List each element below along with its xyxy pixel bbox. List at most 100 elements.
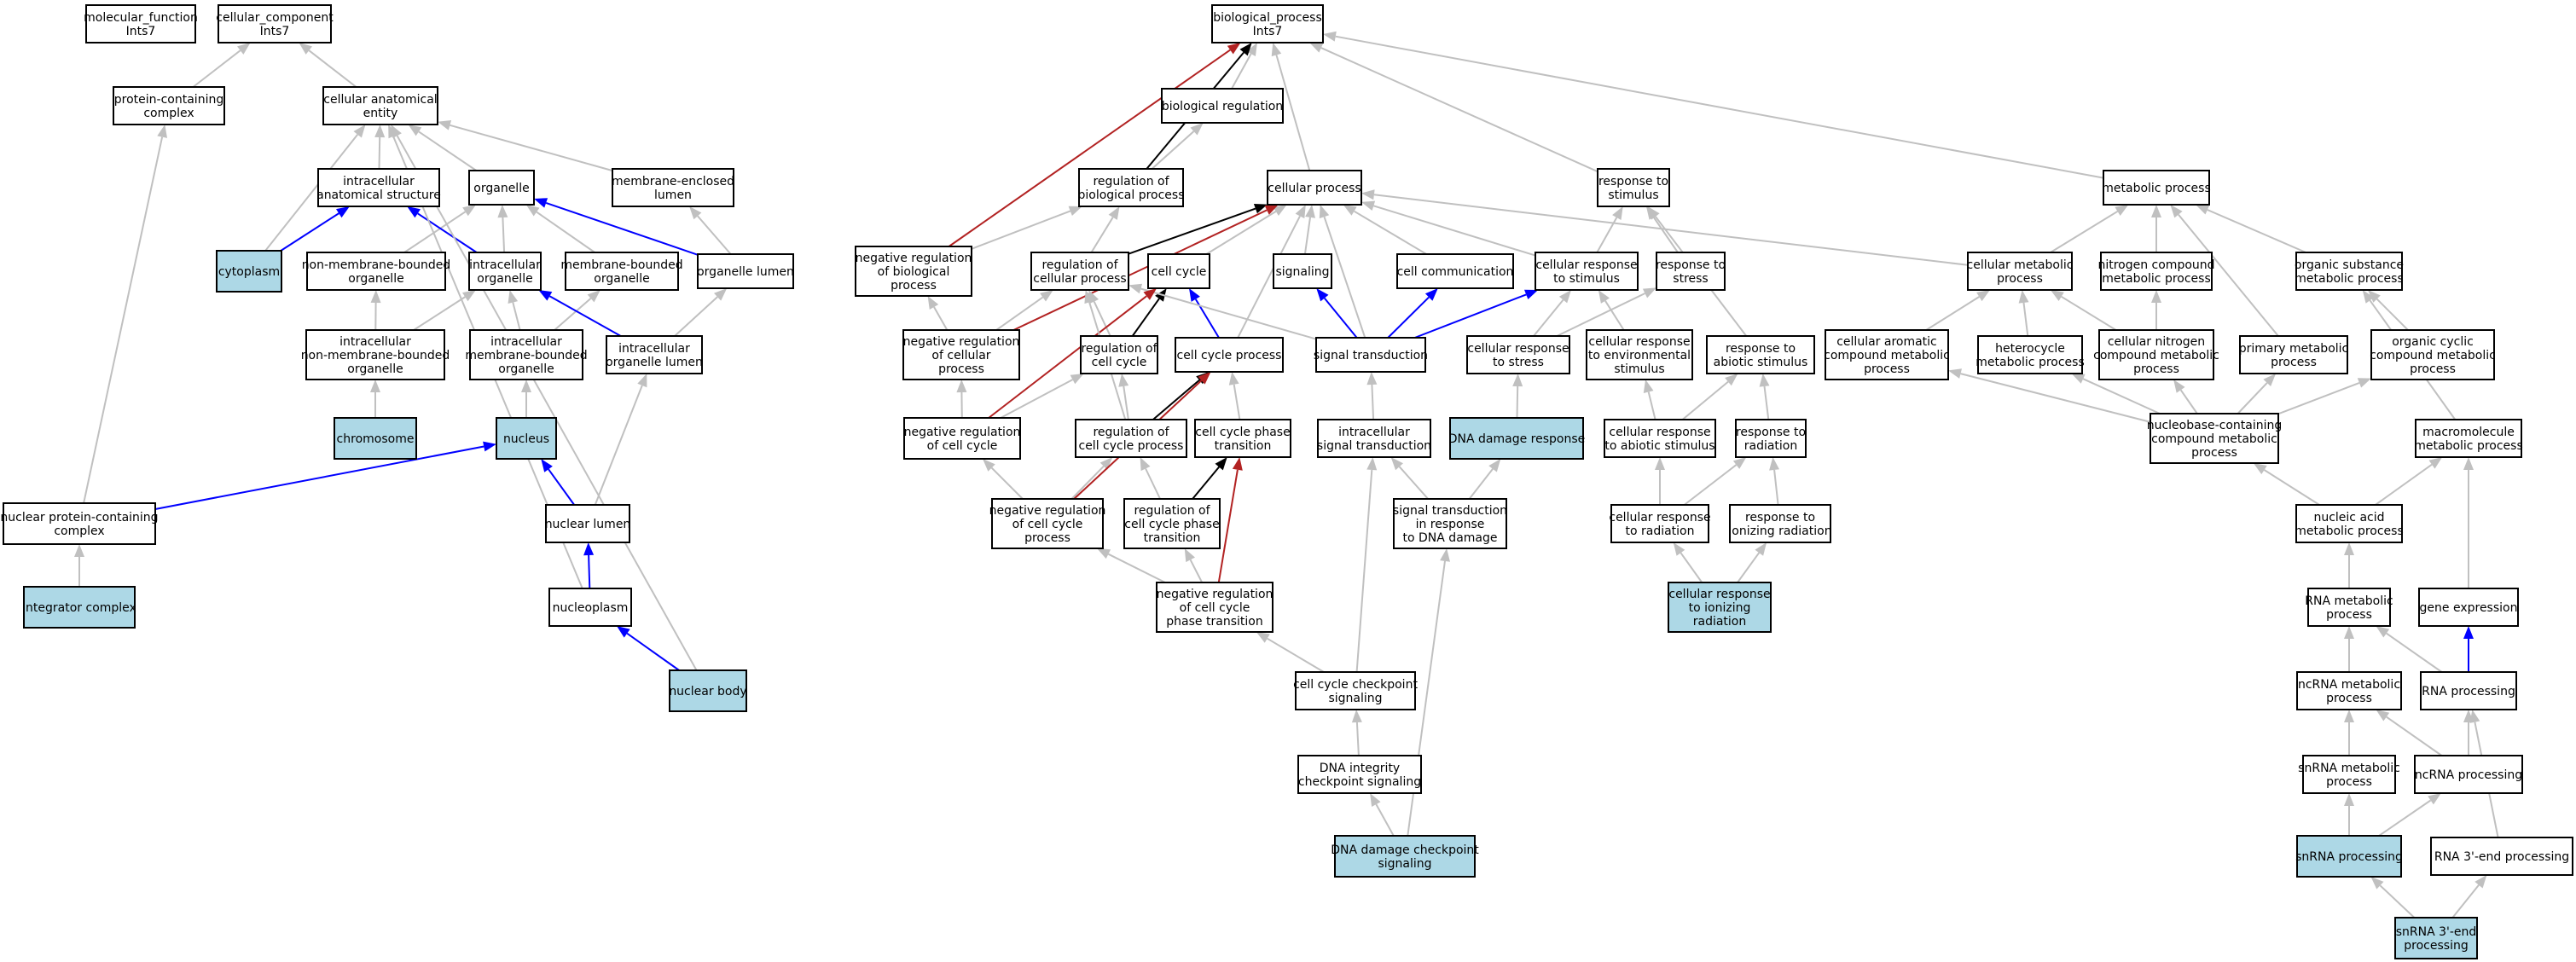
- edge-line: [1763, 385, 1770, 420]
- edge-line: [1324, 297, 1358, 339]
- node-box: [1315, 337, 1426, 373]
- node-label: ionizing radiation: [1728, 524, 1831, 538]
- node-label: to DNA damage: [1403, 531, 1498, 545]
- node-label: phase transition: [1166, 615, 1262, 629]
- edge-is-a: [2170, 205, 2279, 337]
- edge-is-a: [1681, 374, 1738, 420]
- node-label: of cell cycle: [1012, 518, 1083, 531]
- arrowhead-icon: [1647, 206, 1660, 220]
- arrowhead-icon: [1228, 372, 1239, 385]
- edge-is-a: [1468, 459, 1501, 500]
- edge-line: [1123, 385, 1129, 420]
- edge-line: [1604, 300, 1625, 331]
- edge-is-a: [1351, 710, 1362, 756]
- edge-line: [2386, 716, 2443, 756]
- arrowhead-icon: [438, 120, 452, 130]
- edge-is-a: [1361, 189, 1969, 266]
- edge-line: [594, 385, 643, 506]
- node-label: biological_process: [1213, 11, 1322, 25]
- edge-line: [1151, 130, 1195, 170]
- node-box: [545, 504, 630, 543]
- arrowhead-icon: [74, 544, 84, 557]
- node-label: cell cycle process: [1079, 439, 1184, 453]
- arrowhead-icon: [237, 43, 251, 55]
- arrowhead-icon: [1215, 457, 1227, 471]
- node-box: [606, 335, 703, 374]
- arrowhead-icon: [714, 288, 728, 301]
- edge-is-a: [1184, 548, 1204, 583]
- edge-line: [1145, 468, 1162, 500]
- node-label: regulation of: [1093, 175, 1169, 188]
- node-box: [2100, 252, 2213, 291]
- node-label: Ints7: [260, 25, 290, 38]
- arrowhead-icon: [1440, 548, 1450, 562]
- node-label: primary metabolic: [2239, 342, 2349, 356]
- edge-line: [1354, 210, 1427, 255]
- node-label: metabolic process: [2295, 272, 2404, 286]
- arrowhead-icon: [1084, 290, 1094, 304]
- edge-line: [548, 468, 576, 506]
- node-label: negative regulation: [989, 504, 1106, 518]
- edge-line: [1070, 466, 1105, 500]
- node-box: [669, 669, 747, 712]
- edge-line: [308, 49, 357, 88]
- node-box: [1161, 88, 1284, 124]
- node-label: nucleoplasm: [553, 601, 629, 615]
- arrowhead-icon: [2376, 710, 2390, 722]
- node-label: process: [1997, 272, 2043, 286]
- edge-line: [1925, 296, 1980, 331]
- arrowhead-icon: [983, 459, 995, 472]
- arrowhead-icon: [1524, 289, 1539, 299]
- node-label: negative regulation: [1157, 588, 1273, 601]
- node-label: snRNA metabolic: [2298, 762, 2400, 775]
- edge-is-a: [674, 288, 728, 337]
- arrowhead-icon: [1361, 189, 1375, 200]
- arrowhead-icon: [1264, 205, 1279, 215]
- edge-line: [1355, 469, 1373, 673]
- edge-line: [1355, 722, 1360, 756]
- arrowhead-icon: [299, 43, 312, 55]
- node-box: [1317, 419, 1431, 458]
- arrowhead-icon: [1512, 374, 1523, 387]
- node-label: anatomical structure: [316, 188, 441, 202]
- edge-line: [988, 295, 1147, 419]
- node-box: [317, 168, 440, 207]
- node-label: non-membrane-bounded: [301, 349, 450, 362]
- edge-is-a: [2253, 463, 2320, 506]
- edge-line: [1680, 552, 1703, 583]
- arrowhead-icon: [927, 296, 939, 310]
- node-box: [2420, 671, 2517, 710]
- arrowhead-icon: [1976, 290, 1990, 302]
- edge-is-a: [497, 205, 508, 253]
- edge-is-a: [1140, 457, 1162, 500]
- node-box: [903, 417, 1021, 460]
- node-label: radiation: [1744, 439, 1798, 453]
- node-box: [1967, 252, 2073, 291]
- node-label: nuclear lumen: [545, 518, 631, 531]
- node-label: to abiotic stimulus: [1604, 439, 1714, 453]
- edge-part-of: [617, 626, 680, 671]
- arrowhead-icon: [391, 125, 402, 138]
- edge-is-a: [1128, 283, 1317, 340]
- edge-line: [948, 49, 1231, 247]
- edge-is-a: [2151, 205, 2161, 252]
- edge-line: [192, 49, 241, 88]
- node-label: DNA damage checkpoint: [1331, 843, 1479, 857]
- arrowhead-icon: [1256, 632, 1270, 643]
- arrowhead-icon: [1253, 204, 1268, 214]
- edge-regulates: [1128, 204, 1268, 255]
- edge-is-a: [1759, 374, 1770, 420]
- edge-is-a: [374, 125, 386, 170]
- edge-is-a: [2344, 793, 2354, 836]
- edge-layer: [74, 31, 2499, 919]
- arrowhead-icon: [521, 380, 531, 392]
- edge-line: [548, 295, 622, 337]
